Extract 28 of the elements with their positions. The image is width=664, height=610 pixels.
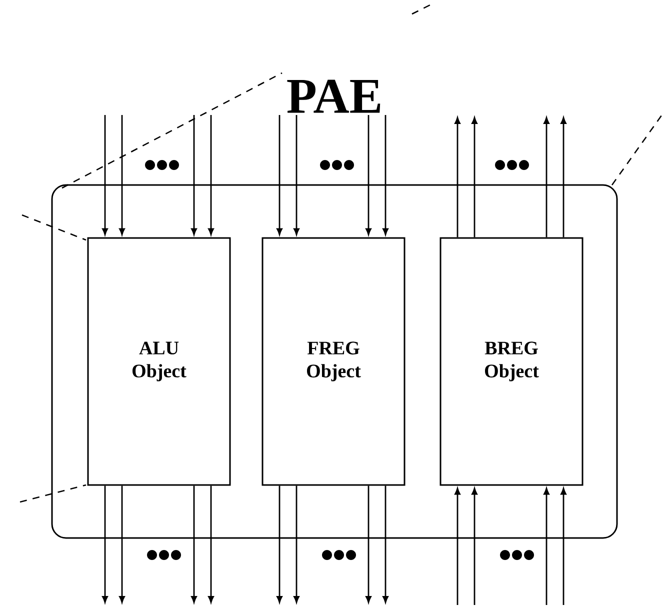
arrow (191, 115, 197, 236)
object-box: BREG Object (440, 237, 584, 486)
arrow (472, 488, 478, 605)
arrow (119, 486, 125, 603)
arrow (560, 488, 566, 605)
arrow (294, 115, 300, 236)
arrow (102, 486, 108, 603)
arrow (382, 486, 388, 603)
arrow (119, 115, 125, 236)
arrow (560, 117, 566, 238)
arrow (366, 115, 372, 236)
arrow (382, 115, 388, 236)
arrow (454, 488, 460, 605)
arrow (208, 115, 214, 236)
object-box: ALU Object (87, 237, 231, 486)
arrow (276, 115, 282, 236)
object-box: FREG Object (262, 237, 406, 486)
node-label: PAE (287, 80, 380, 113)
arrow (454, 117, 460, 238)
arrow (191, 486, 197, 603)
arrow (366, 486, 372, 603)
arrow (276, 486, 282, 603)
arrow (544, 488, 550, 605)
arrow (294, 486, 300, 603)
arrow (544, 117, 550, 238)
arrow (102, 115, 108, 236)
arrow (208, 486, 214, 603)
arrow (472, 117, 478, 238)
